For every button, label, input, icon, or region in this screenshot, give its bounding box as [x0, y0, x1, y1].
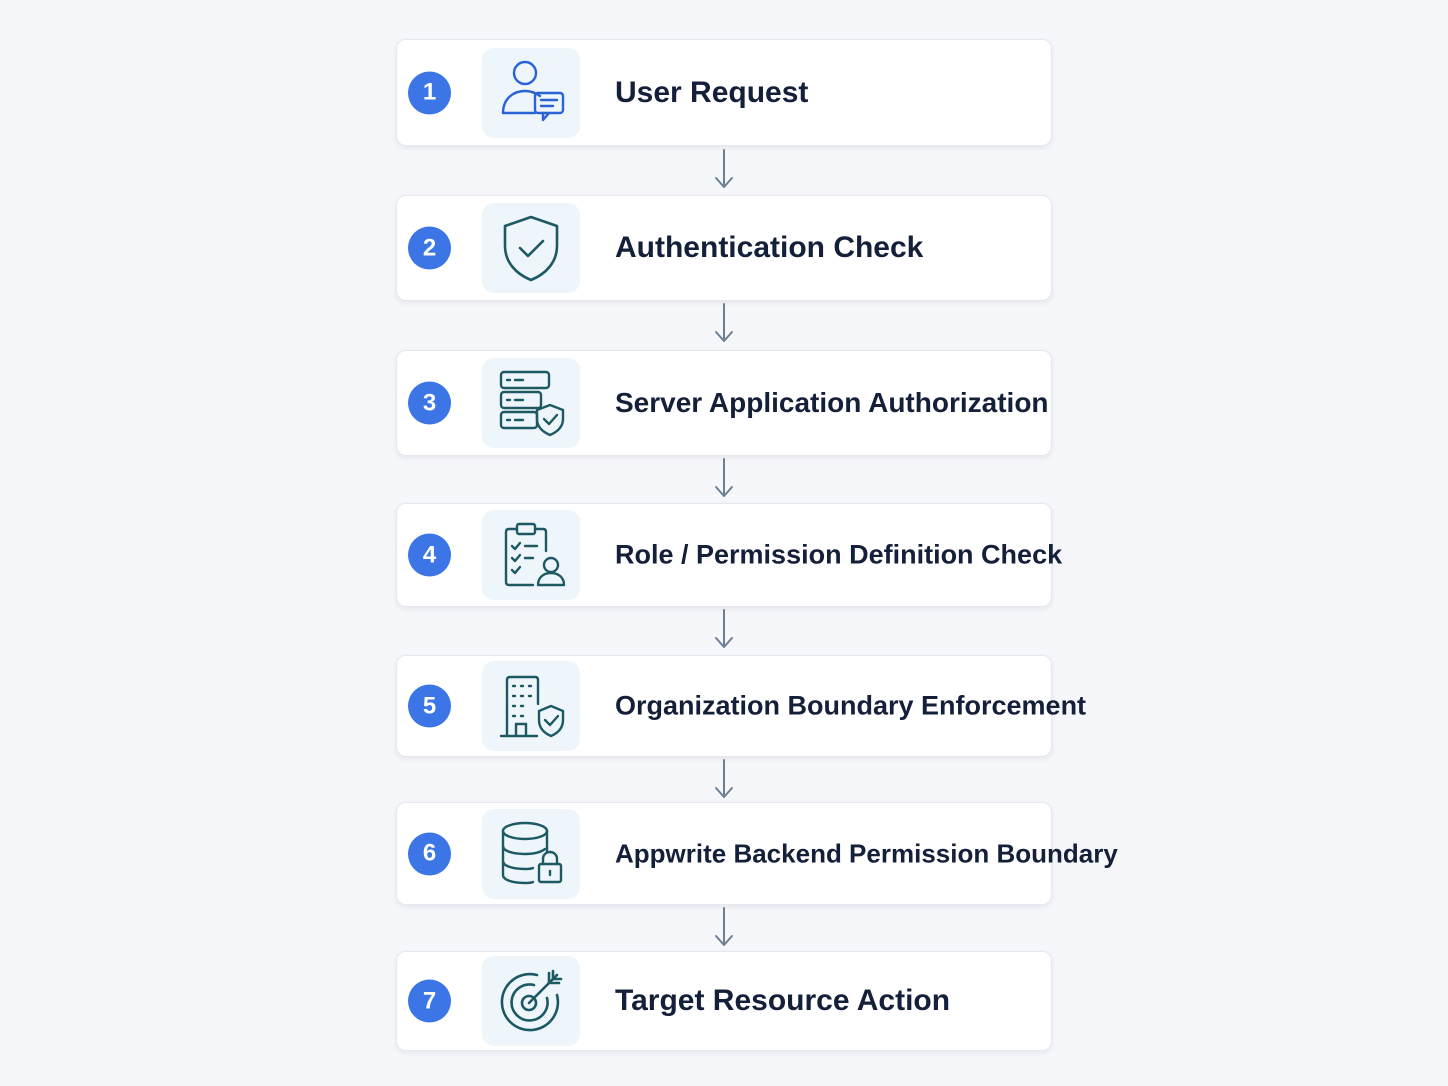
- icon-container: [482, 510, 580, 600]
- step-label: Target Resource Action: [615, 984, 951, 1017]
- step-card-1: 1 User Request: [396, 39, 1052, 146]
- step-card-2: 2 Authentication Check: [396, 195, 1052, 301]
- arrow-down-icon: [715, 609, 733, 648]
- server-shield-icon: [499, 370, 565, 437]
- step-card-6: 6 Appwrite Backend Permission Boundary: [396, 802, 1118, 905]
- icon-container: [482, 358, 580, 448]
- step-card-7: 7 Target Resource Action: [396, 951, 1052, 1051]
- step-number-badge: 5: [408, 684, 451, 728]
- database-lock-icon: [501, 821, 563, 884]
- step-card-4: 4 Role / Permission Definition Check: [396, 503, 1062, 607]
- icon-container: [482, 808, 580, 899]
- icon-container: [482, 956, 580, 1046]
- step-number-badge: 3: [408, 381, 451, 425]
- arrow-down-icon: [715, 149, 733, 188]
- icon-container: [482, 661, 580, 751]
- step-number-badge: 7: [408, 979, 451, 1023]
- arrow-down-icon: [715, 303, 733, 342]
- shield-check-icon: [503, 215, 559, 282]
- clipboard-user-icon: [504, 522, 566, 587]
- step-number-badge: 6: [408, 832, 451, 875]
- icon-container: [482, 47, 580, 138]
- building-shield-icon: [499, 675, 565, 738]
- step-label: User Request: [615, 75, 809, 109]
- step-label: Role / Permission Definition Check: [615, 539, 1063, 570]
- step-label: Authentication Check: [615, 231, 924, 264]
- step-number-badge: 2: [408, 226, 451, 270]
- step-number-badge: 4: [408, 533, 451, 577]
- step-label: Appwrite Backend Permission Boundary: [615, 838, 1118, 868]
- icon-container: [482, 203, 580, 293]
- step-label: Server Application Authorization: [615, 387, 1049, 418]
- arrow-down-icon: [715, 759, 733, 798]
- arrow-down-icon: [715, 907, 733, 946]
- step-card-3: 3 Server Application Authorization: [396, 350, 1052, 456]
- arrow-down-icon: [715, 458, 733, 497]
- target-icon: [500, 969, 563, 1032]
- step-card-5: 5 Organization Boundary Enforcement: [396, 655, 1086, 757]
- user-chat-icon: [501, 60, 565, 121]
- step-label: Organization Boundary Enforcement: [615, 690, 1087, 721]
- step-number-badge: 1: [408, 71, 451, 114]
